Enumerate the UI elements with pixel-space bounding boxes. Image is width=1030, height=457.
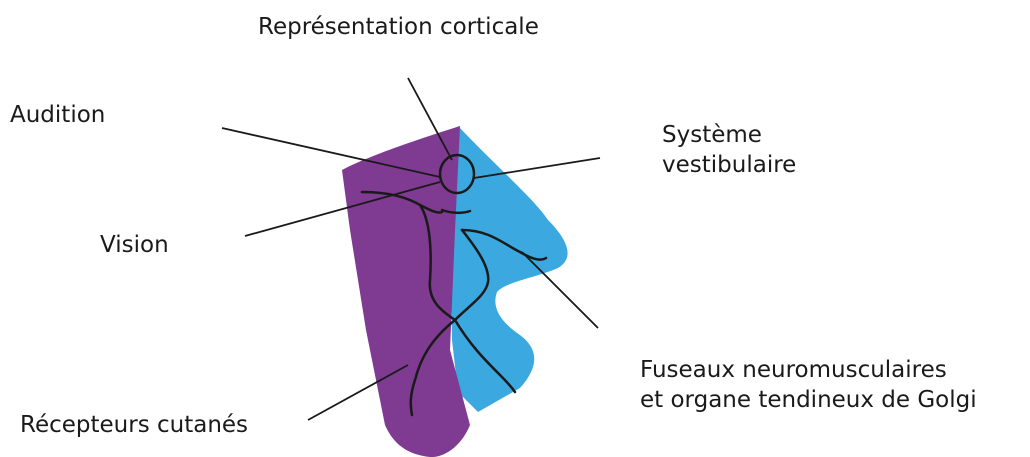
label-vision: Vision — [100, 230, 169, 260]
label-vestibular-line1: Système — [662, 120, 796, 150]
label-vestibular-line2: vestibulaire — [662, 150, 796, 180]
label-fuseaux-line1: Fuseaux neuromusculaires — [640, 355, 977, 385]
label-audition: Audition — [10, 100, 105, 130]
label-fuseaux-line2: et organe tendineux de Golgi — [640, 385, 977, 415]
label-cutaneous-receptors: Récepteurs cutanés — [20, 410, 248, 440]
purple-region — [342, 126, 470, 457]
label-vestibular-system: Système vestibulaire — [662, 120, 796, 180]
label-cortical-representation: Représentation corticale — [258, 12, 539, 42]
label-muscle-spindles-golgi: Fuseaux neuromusculaires et organe tendi… — [640, 355, 977, 415]
blue-region — [450, 126, 568, 412]
